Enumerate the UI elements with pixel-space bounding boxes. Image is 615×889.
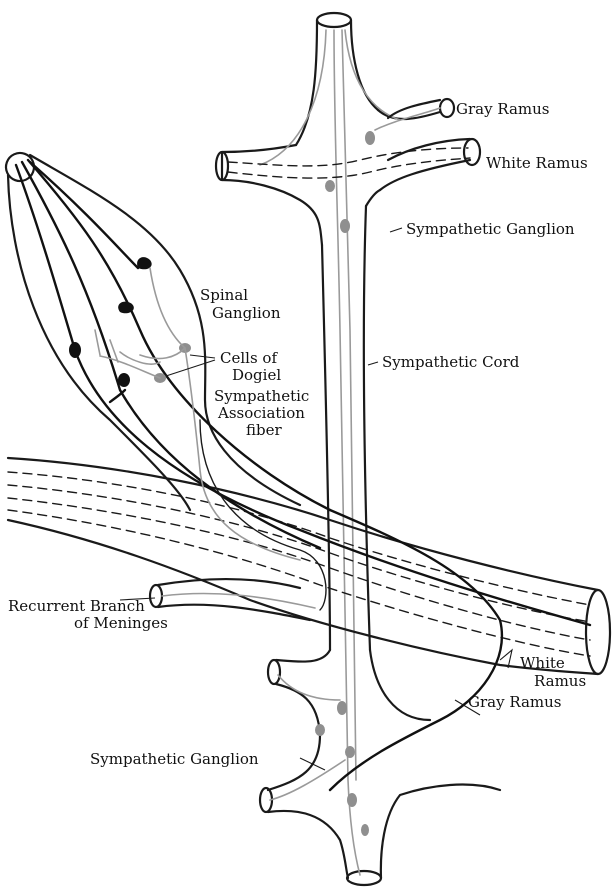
trunk-top-right-edge [351,20,378,110]
ganglion-cell-dark-2 [118,302,134,314]
spinal-nerve-cut-end [586,590,610,674]
lower-ganglion-cell-5 [361,824,369,836]
cord-fiber-2 [342,30,356,780]
upper-ganglion-cell-1 [365,131,375,145]
white-ramus-lower-edge [380,160,470,190]
label-sympathetic-ganglion-top: Sympathetic Ganglion [406,220,575,238]
label-sympathetic-association-3: fiber [246,421,282,439]
label-sympathetic-ganglion-bottom: Sympathetic Ganglion [90,750,259,768]
leader-sympathetic-cord [368,362,378,365]
lower-ganglion-cell-1 [337,701,347,715]
lower-stem-right [381,785,500,878]
label-sympathetic-association-1: Sympathetic [214,387,309,405]
sympathetic-trunk [216,13,500,885]
upper-ganglion-cell-3 [340,219,350,233]
label-cells-of-dogiel-1: Cells of [220,349,278,367]
lower-ganglion-cell-4 [347,793,357,807]
ganglion-cell-dark-3 [69,342,81,358]
trunk-top-left-edge [296,20,317,145]
upper-ganglion-cell-2 [325,180,335,192]
cord-right-edge [364,206,370,650]
leader-lines [120,228,512,770]
ganglion-right-neck [366,190,380,206]
leader-sympathetic-ganglion-top [390,228,402,232]
label-white-ramus-bottom-2: Ramus [534,672,586,690]
white-ramus-top-cut-end [464,139,480,165]
label-sympathetic-association-2: Association [217,404,305,422]
recurrent-branch-cut-end [150,585,162,607]
lower-ganglion-cell-3 [345,746,355,758]
trunk-top-cut-end [317,13,351,27]
label-recurrent-branch-1: Recurrent Branch [8,597,145,615]
label-recurrent-branch-2: of Meninges [74,614,168,632]
trunk-bottom-cut-end [347,871,381,885]
gray-ramus-top-cut-end [440,99,454,117]
spinal-ganglion-right-edge [30,155,300,505]
lower-stem-left [268,811,348,878]
lower-ganglion-cell-2 [315,724,325,736]
leader-dogiel-2 [166,360,215,376]
label-white-ramus-bottom-1: White [520,654,565,672]
label-white-ramus-top: White Ramus [486,154,588,172]
label-gray-ramus-top: Gray Ramus [456,100,550,118]
lower-ganglion-right [370,650,430,720]
leader-dogiel-1 [190,355,215,358]
label-spinal-ganglion-1: Spinal [200,286,248,304]
ganglion-cell-dark-4 [118,373,130,387]
lower-ganglion-upper-left [276,650,330,662]
dendrite-1 [150,268,185,348]
label-gray-ramus-bottom: Gray Ramus [468,693,562,711]
label-spinal-ganglion-2: Ganglion [212,304,281,322]
sensory-fiber-3 [28,160,330,510]
recurrent-branch-upper [158,579,300,588]
labels: Gray Ramus White Ramus Sympathetic Gangl… [8,100,588,768]
label-sympathetic-cord: Sympathetic Cord [382,353,520,371]
lower-ganglion-left [268,684,320,790]
spinal-nerve [8,458,610,674]
leader-sympathetic-ganglion-bottom [300,758,325,770]
cord-fiber-4 [345,30,400,120]
cord-fiber-6 [270,760,345,800]
label-cells-of-dogiel-2: Dogiel [232,366,281,384]
lower-left-cut-end-top [268,660,280,684]
dendrite-3 [95,330,160,378]
